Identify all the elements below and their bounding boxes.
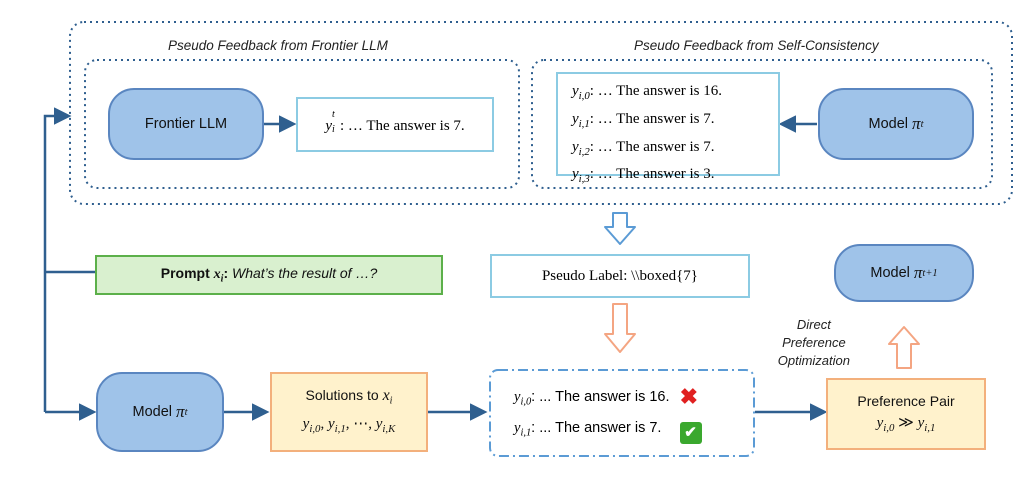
labeled-sample-row: yi,1: ... The answer is 7. ✔ — [514, 420, 702, 444]
term-var: y — [327, 415, 335, 432]
solutions-var: x — [382, 387, 390, 405]
feedback-to-label-arrow — [604, 212, 636, 245]
model-sub: t — [184, 406, 188, 418]
var-y: y — [325, 117, 332, 134]
correct-mark-icon: ✔ — [679, 422, 702, 444]
sup-t: t — [331, 108, 335, 120]
model-label: Model — [132, 404, 173, 420]
var-y: y — [572, 166, 579, 183]
var-y: y — [572, 138, 579, 155]
model-sub: t — [920, 118, 924, 130]
var-y: y — [917, 414, 925, 431]
sample-sub: i,0 — [578, 89, 590, 102]
term-sub: i,1 — [334, 422, 346, 435]
solutions-title: Solutions to xi — [306, 384, 393, 413]
sampled-solutions-box: yi,0: … The answer is 16. yi,1: … The an… — [556, 72, 780, 185]
var-y: y — [876, 414, 884, 431]
sample-line: yi,0: … The answer is 16. — [572, 80, 778, 108]
wrong-mark-icon: ✖ — [679, 384, 698, 409]
var-y: y — [514, 389, 521, 405]
labeled-text: : ... The answer is 16. — [531, 389, 670, 405]
labeled-text: : ... The answer is 7. — [531, 420, 662, 436]
var-y: y — [514, 420, 521, 436]
prompt-box: Prompt xi: What’s the result of …? — [95, 255, 443, 295]
frontier-llm-node: Frontier LLM — [108, 88, 264, 160]
prompt-var: x — [213, 267, 221, 283]
term-sub: i,0 — [309, 422, 321, 435]
frontier-title: Pseudo Feedback from Frontier LLM — [168, 38, 388, 53]
model-label: Model — [868, 116, 909, 132]
term-var: y — [375, 415, 383, 432]
preference-pair-box: Preference Pair yi,0 ≫ yi,1 — [826, 378, 986, 450]
prompt-colon: : — [223, 265, 229, 282]
model-sub: t+1 — [922, 267, 938, 279]
solutions-sub: i — [389, 395, 393, 407]
sample-sub: i,2 — [578, 145, 590, 158]
preference-op: ≫ — [898, 414, 914, 431]
preference-relation: yi,0 ≫ yi,1 — [877, 412, 936, 439]
pseudo-label-box: Pseudo Label: \\boxed{7} — [490, 254, 750, 298]
sample-line: yi,3: … The answer is 3. — [572, 163, 778, 191]
var-y: y — [572, 83, 579, 99]
frontier-output-text: : … The answer is 7. — [339, 117, 465, 134]
sample-sub: i,1 — [578, 117, 590, 130]
prompt-bold: Prompt — [160, 265, 214, 282]
dpo-line: Preference — [782, 335, 846, 350]
solutions-list: yi,0, yi,1, ⋯, yi,K — [302, 415, 396, 435]
sample-text: : … The answer is 3. — [589, 166, 715, 183]
prompt-text: What’s the result of …? — [228, 265, 378, 282]
dpo-up-arrow — [888, 326, 920, 369]
labeled-sub: i,0 — [520, 396, 532, 408]
sub-i: i — [331, 123, 335, 135]
solutions-title-text: Solutions to — [305, 387, 383, 404]
pi-symbol: π — [176, 402, 185, 421]
left-sub: i,0 — [883, 421, 895, 434]
sample-text: : … The answer is 7. — [589, 110, 715, 127]
labeled-sample-row: yi,0: ... The answer is 16. ✖ — [514, 384, 698, 410]
prompt-sub: i — [220, 273, 224, 285]
pseudo-label-text: Pseudo Label: \\boxed{7} — [541, 267, 699, 284]
solutions-box: Solutions to xi yi,0, yi,1, ⋯, yi,K — [270, 372, 428, 452]
sample-text: : … The answer is 7. — [589, 138, 715, 155]
sample-line: yi,2: … The answer is 7. — [572, 136, 778, 164]
label-to-samples-arrow — [604, 303, 636, 353]
frontier-llm-label: Frontier LLM — [144, 116, 228, 132]
labeled-samples-frame — [489, 369, 755, 457]
prompt-line: Prompt xi: What’s the result of …? — [161, 265, 378, 285]
dpo-line: Optimization — [777, 353, 850, 368]
pi-symbol: π — [913, 263, 923, 282]
self-consistency-title: Pseudo Feedback from Self-Consistency — [634, 38, 879, 53]
sample-sub: i,3 — [578, 173, 590, 186]
model-label: Model — [870, 265, 910, 281]
frontier-group — [84, 59, 520, 189]
sample-text: : … The answer is 16. — [589, 83, 722, 99]
term-sub: i,K — [382, 422, 396, 435]
term-var: y — [302, 415, 310, 432]
feedback-trunk-line — [43, 107, 72, 412]
pi-symbol: π — [912, 114, 921, 133]
var-y: y — [572, 110, 579, 127]
right-sub: i,1 — [924, 421, 936, 434]
self-consistency-group — [531, 59, 993, 189]
sample-line: yi,1: … The answer is 7. — [572, 108, 778, 136]
preference-title: Preference Pair — [857, 392, 955, 409]
dots: ⋯ — [353, 415, 369, 432]
dpo-line: Direct — [796, 317, 831, 332]
dpo-label-lines: Direct Preference Optimization — [778, 316, 850, 370]
labeled-sub: i,1 — [520, 427, 532, 439]
